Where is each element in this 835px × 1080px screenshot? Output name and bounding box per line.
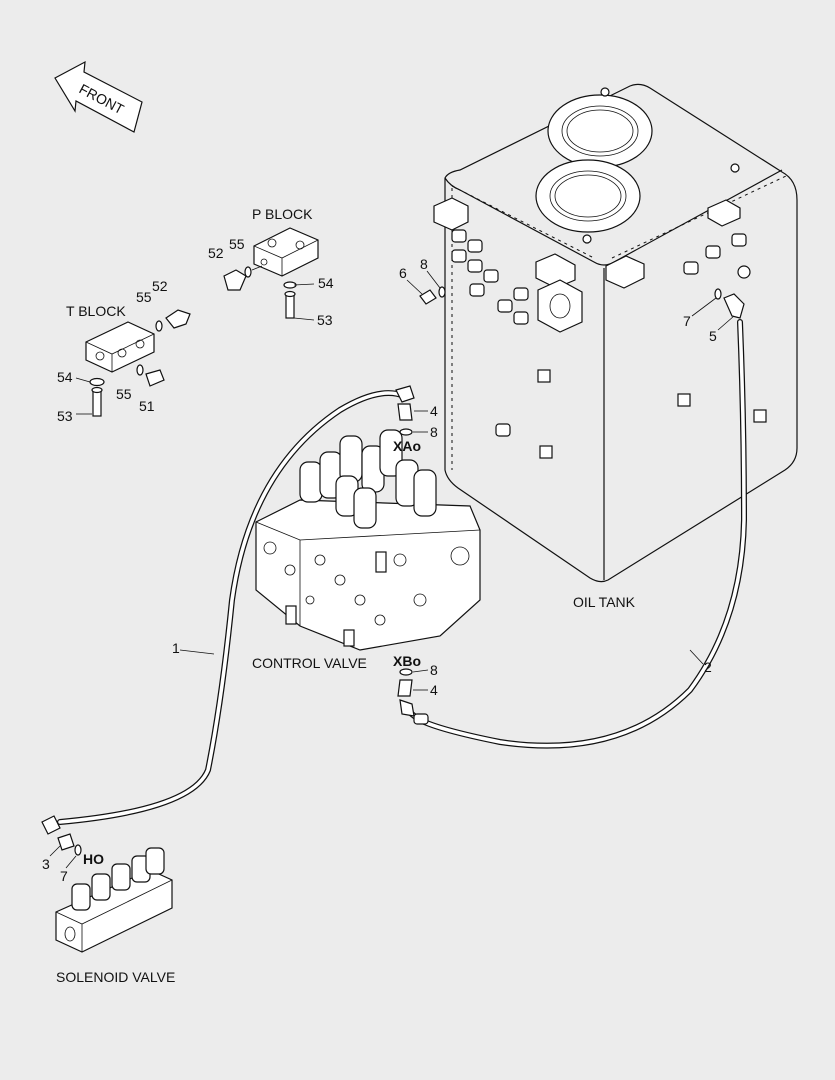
p-block-label: P BLOCK bbox=[252, 206, 313, 222]
callout-54-t: 54 bbox=[57, 369, 73, 385]
oil-tank bbox=[433, 83, 798, 583]
callout-5: 5 bbox=[709, 328, 717, 344]
t-block-label: T BLOCK bbox=[66, 303, 126, 319]
callout-3: 3 bbox=[42, 856, 50, 872]
solenoid-valve-label: SOLENOID VALVE bbox=[56, 969, 175, 985]
tank-return-elbow bbox=[691, 288, 745, 331]
hose-2 bbox=[399, 319, 748, 749]
callout-55-t-lower: 55 bbox=[116, 386, 132, 402]
xa-port-fitting bbox=[397, 403, 428, 436]
port-xb-label: XBo bbox=[393, 653, 421, 669]
hose-1 bbox=[41, 385, 415, 835]
callout-51-t: 51 bbox=[139, 398, 155, 414]
callout-52-p: 52 bbox=[208, 245, 224, 261]
callout-53-t: 53 bbox=[57, 408, 73, 424]
solenoid-valve bbox=[49, 833, 173, 953]
callout-52-t: 52 bbox=[152, 278, 168, 294]
port-ho-label: HO bbox=[83, 851, 104, 867]
callout-1: 1 bbox=[172, 640, 180, 656]
front-arrow-icon: FRONT bbox=[54, 60, 143, 133]
oil-tank-label: OIL TANK bbox=[573, 594, 636, 610]
callout-8-xb: 8 bbox=[430, 662, 438, 678]
callout-53-p: 53 bbox=[317, 312, 333, 328]
callout-8-xa: 8 bbox=[430, 424, 438, 440]
callout-54-p: 54 bbox=[318, 275, 334, 291]
callout-4-xb: 4 bbox=[430, 682, 438, 698]
control-valve bbox=[255, 429, 481, 651]
tank-plug-fitting bbox=[406, 270, 446, 305]
callout-2: 2 bbox=[704, 659, 712, 675]
callout-8-tank: 8 bbox=[420, 256, 428, 272]
callout-55-t: 55 bbox=[136, 289, 152, 305]
port-xa-label: XAo bbox=[393, 438, 421, 454]
callout-55-p: 55 bbox=[229, 236, 245, 252]
control-valve-label: CONTROL VALVE bbox=[252, 655, 367, 671]
callout-7-tank: 7 bbox=[683, 313, 691, 329]
callout-4-xa: 4 bbox=[430, 403, 438, 419]
callout-6: 6 bbox=[399, 265, 407, 281]
callout-7-sol: 7 bbox=[60, 868, 68, 884]
xb-port-fitting bbox=[397, 668, 429, 697]
t-block bbox=[75, 309, 191, 417]
p-block bbox=[223, 227, 319, 321]
